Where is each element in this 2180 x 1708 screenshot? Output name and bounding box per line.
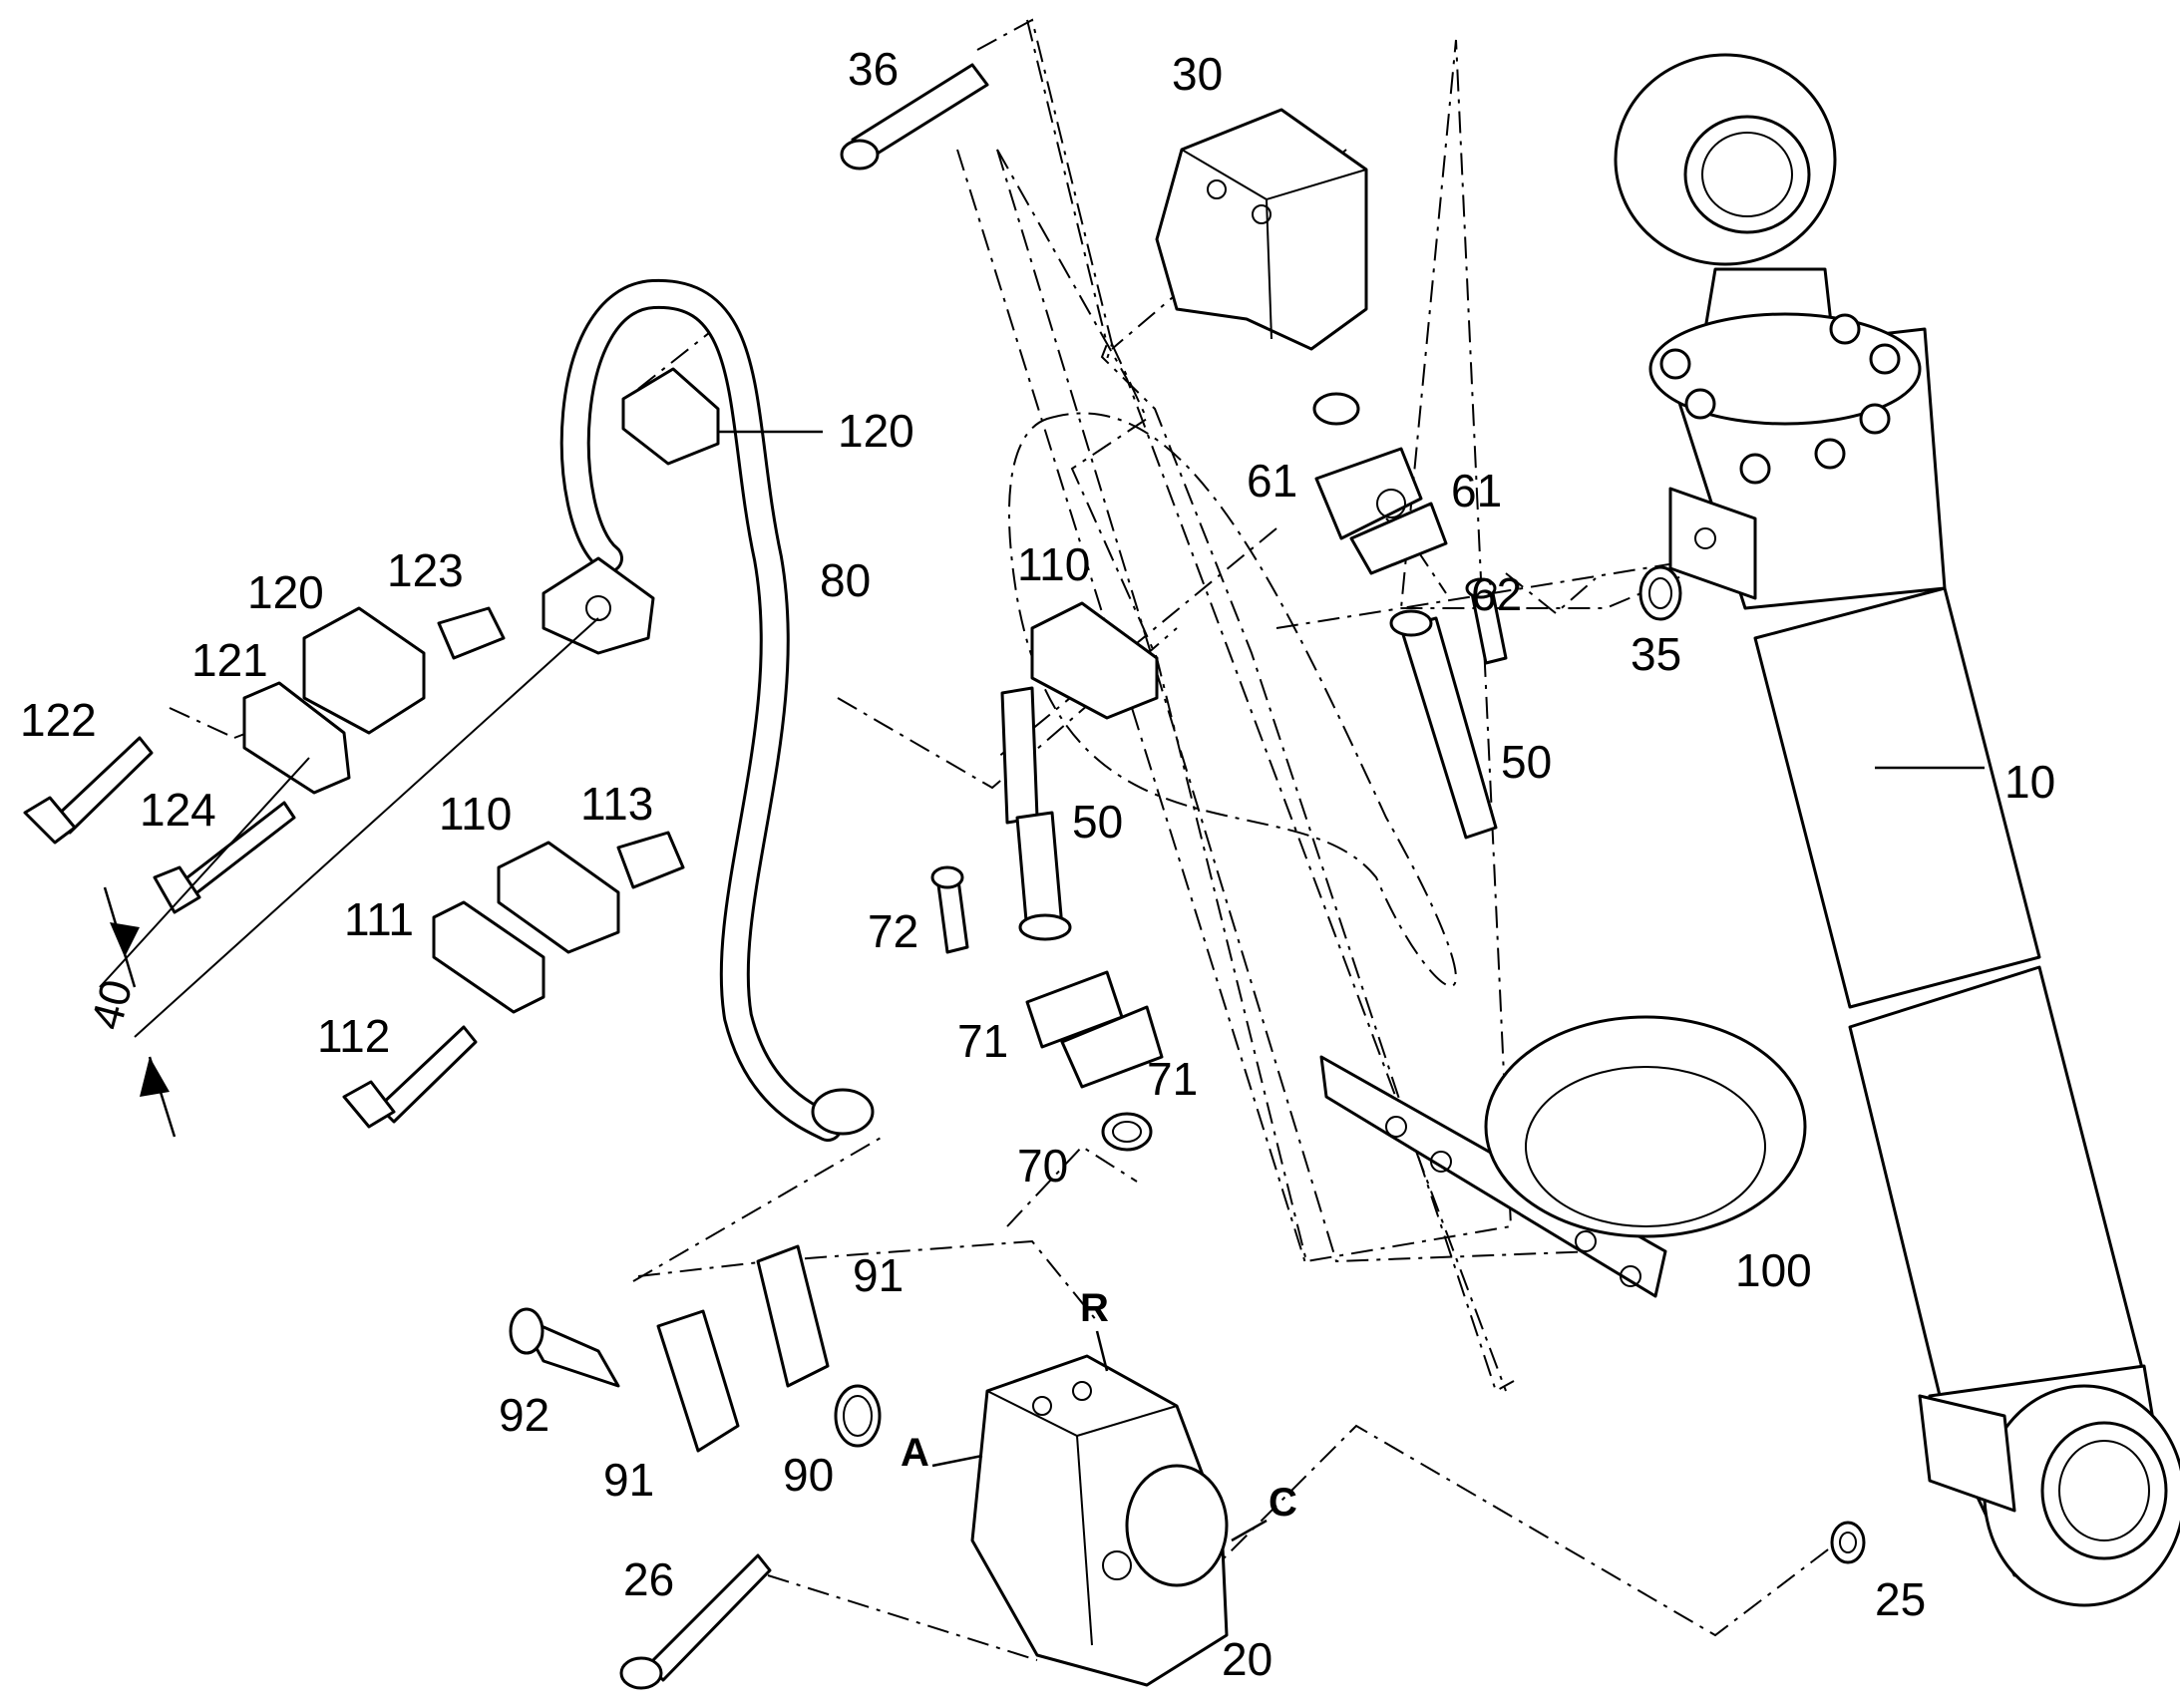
pipe-80 xyxy=(559,278,875,1142)
callout-112: 112 xyxy=(317,1010,390,1062)
port-label-c: C xyxy=(1269,1481,1297,1525)
o-ring-25 xyxy=(1830,1521,1866,1564)
o-ring-35 xyxy=(1638,565,1682,621)
callout-110-lower: 110 xyxy=(439,788,512,840)
bolt-122 xyxy=(23,736,154,845)
callout-50-left: 50 xyxy=(1072,796,1123,848)
callout-30: 30 xyxy=(1172,48,1223,100)
bolt-36 xyxy=(840,63,989,171)
callout-72: 72 xyxy=(868,905,918,957)
callout-71-left: 71 xyxy=(957,1015,1008,1067)
callout-80: 80 xyxy=(820,554,871,606)
callout-91-top: 91 xyxy=(853,1249,904,1301)
leader-lines xyxy=(718,430,1985,1542)
clamp-block-30 xyxy=(1155,108,1368,351)
callout-110-top: 110 xyxy=(1017,538,1090,590)
valve-block-20 xyxy=(970,1354,1229,1687)
callout-20: 20 xyxy=(1222,1633,1272,1685)
plate-121 xyxy=(242,681,351,795)
clamp-half-120-top xyxy=(621,367,720,466)
callout-62: 62 xyxy=(1471,568,1522,620)
flange-half-91-front xyxy=(656,1309,740,1453)
o-ring-top xyxy=(1312,392,1360,426)
o-ring-70 xyxy=(1101,1112,1153,1152)
port-labels: A C R xyxy=(901,1286,1297,1525)
o-ring-90 xyxy=(834,1384,882,1448)
spacer-123 xyxy=(437,606,506,660)
callout-10: 10 xyxy=(2004,756,2055,808)
port-label-r: R xyxy=(1080,1286,1109,1330)
clamp-half-120-left xyxy=(302,606,426,735)
callout-124: 124 xyxy=(140,784,216,836)
callout-61-right: 61 xyxy=(1451,465,1502,516)
flange-near-pipe xyxy=(542,556,655,655)
split-flange-71 xyxy=(1025,970,1164,1089)
bolt-92 xyxy=(509,1307,620,1388)
callout-120-left: 120 xyxy=(247,566,324,618)
hose-50-right xyxy=(1389,609,1498,840)
callout-100: 100 xyxy=(1735,1244,1812,1296)
flange-half-91-back xyxy=(756,1244,830,1388)
hose-50-left xyxy=(1000,686,1072,941)
dimension-40 xyxy=(99,617,599,1138)
split-flange-61 xyxy=(1314,447,1448,575)
clamp-half-110-top xyxy=(1030,601,1159,720)
callout-90: 90 xyxy=(783,1449,834,1501)
bolt-112 xyxy=(342,1025,478,1129)
callout-111: 111 xyxy=(344,893,414,945)
callout-113: 113 xyxy=(580,778,653,830)
callout-91-bottom: 91 xyxy=(603,1454,654,1506)
callout-120-right: 120 xyxy=(838,405,914,457)
callout-92: 92 xyxy=(499,1389,549,1441)
callout-36: 36 xyxy=(848,43,899,95)
callout-35: 35 xyxy=(1631,628,1681,680)
bolt-26 xyxy=(619,1553,772,1690)
hydraulic-cylinder xyxy=(1614,53,2180,1607)
callout-122: 122 xyxy=(20,694,97,746)
callout-61-left: 61 xyxy=(1247,455,1297,507)
callout-121: 121 xyxy=(191,634,268,686)
callout-71-right: 71 xyxy=(1147,1053,1198,1105)
port-label-a: A xyxy=(901,1431,929,1475)
callout-25: 25 xyxy=(1875,1573,1926,1625)
bracket-100 xyxy=(1319,1015,1807,1298)
callout-labels: 10 20 25 26 30 35 36 50 50 61 61 62 70 7… xyxy=(20,43,2055,1685)
bolt-62 xyxy=(1465,577,1508,665)
callout-123: 123 xyxy=(387,544,464,596)
spacer-113 xyxy=(616,831,685,889)
callout-26: 26 xyxy=(623,1553,674,1605)
plate-111 xyxy=(432,900,545,1014)
clamp-half-110-lower xyxy=(497,841,620,954)
callout-70: 70 xyxy=(1017,1140,1068,1192)
bolt-72 xyxy=(930,865,969,954)
callout-50-right: 50 xyxy=(1501,736,1552,788)
